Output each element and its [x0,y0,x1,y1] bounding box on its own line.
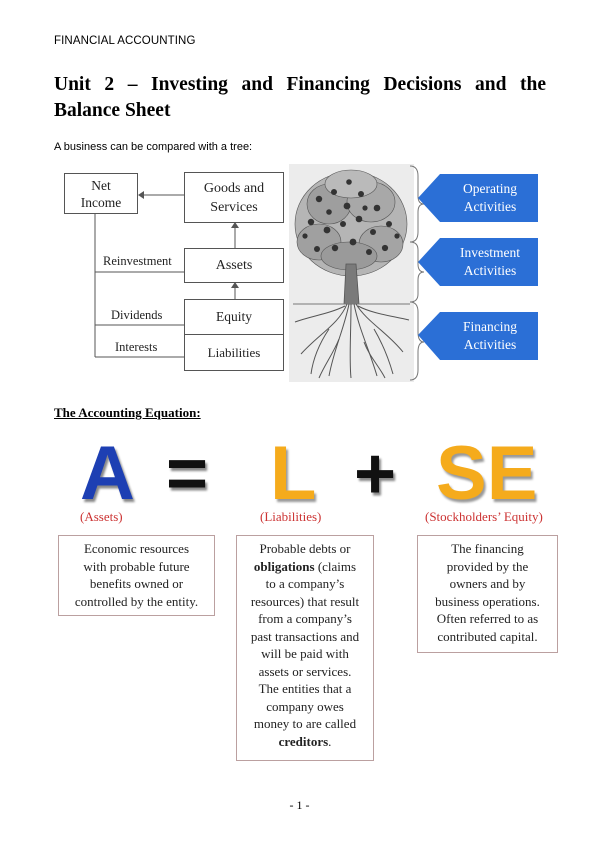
liab-def-line-12: creditors. [241,733,369,751]
intro-text: A business can be compared with a tree: [54,141,253,153]
obligations-bold: obligations [253,558,315,574]
letter-a: A [80,431,135,516]
tree-illustration [289,164,414,382]
investment-activities-tag: Investment Activities [442,244,538,280]
assets-label-red: (Assets) [80,509,123,524]
assets-definition-box: Economic resources with probable future … [58,535,215,616]
equity-label-red: (Stockholders’ Equity) [425,509,543,524]
financing-activities-tag: Financing Activities [442,318,538,354]
business-tree-diagram: Net Income Goods and Services Assets Equ… [62,162,542,384]
investment-label-2: Activities [463,263,517,278]
goods-services-label-2: Services [210,199,258,215]
liabilities-box: Liabilities [184,334,284,371]
equity-def-line-3: owners and by [449,576,526,591]
title-line-2: Balance Sheet [54,100,171,121]
operating-activities-tag: Operating Activities [442,180,538,216]
liabilities-label-red: (Liabilities) [260,509,322,524]
running-header: FINANCIAL ACCOUNTING [54,35,196,47]
interests-label: Interests [115,340,158,354]
letters-se: SE [436,431,538,516]
assets-def-line-3: benefits owned or [89,576,184,591]
section-title: The Accounting Equation: [54,405,201,420]
financing-label-2: Activities [463,337,517,352]
assets-box: Assets [184,248,284,283]
liabilities-label: Liabilities [207,344,261,360]
liab-def-line-8: assets or services. [258,663,352,679]
assets-def-line-1: Economic resources [83,541,190,556]
operating-label-2: Activities [463,199,517,214]
operating-label-1: Operating [463,181,517,196]
activity-tag-shapes [418,174,538,360]
creditors-bold: creditors [278,733,329,749]
liab-def-line-11: money to are called [253,716,357,731]
liab-def-line-4: resources) that result [250,593,360,609]
equity-def-line-1: The financing [451,541,524,556]
assets-def-line-2: with probable future [83,558,190,574]
financing-label-1: Financing [463,319,517,334]
equity-def-line-6: contributed capital. [437,628,538,644]
investment-label-1: Investment [460,245,520,260]
liab-def-line-12-rest: . [328,733,332,749]
plus-sign: + [354,434,397,514]
reinvestment-label: Reinvestment [103,254,172,268]
net-income-label-1: Net [91,177,111,193]
page-title: Unit 2 – Investing and Financing Decisio… [54,72,546,124]
goods-services-label-1: Goods and [203,180,265,196]
liab-def-line-2-rest: (claims [314,558,357,574]
page-number: - 1 - [289,798,310,812]
net-income-box: Net Income [64,173,138,214]
assets-label: Assets [215,257,253,273]
net-income-label-2: Income [80,194,122,210]
assets-def-line-4: controlled by the entity. [74,593,199,609]
liab-def-line-6: past transactions and [250,628,360,644]
liab-def-line-10: company owes [266,698,344,714]
liab-def-line-7: will be paid with [261,646,349,661]
equity-definition-box: The financing provided by the owners and… [417,535,558,653]
equity-label: Equity [216,309,252,324]
equity-def-line-4: business operations. [435,593,540,609]
equity-def-line-5: Often referred to as [436,611,539,626]
diagram-connectors [94,191,239,361]
liabilities-definition-box: Probable debts or obligations (claims to… [236,535,374,761]
liab-def-line-9: The entities that a [258,681,352,696]
dividends-label: Dividends [111,308,163,322]
title-line-1: Unit 2 – Investing and Financing Decisio… [54,74,546,95]
equity-box: Equity [184,299,284,334]
liab-def-line-2: obligations (claims [241,558,369,576]
equity-def-line-2: provided by the [446,558,529,574]
goods-services-box: Goods and Services [184,172,284,223]
liab-def-line-3: to a company’s [265,576,345,591]
equals-sign: = [166,434,209,514]
tree-icon [293,169,410,379]
liab-def-line-1: Probable debts or [259,541,351,556]
letter-l: L [270,431,317,516]
liab-def-line-5: from a company’s [258,611,352,626]
